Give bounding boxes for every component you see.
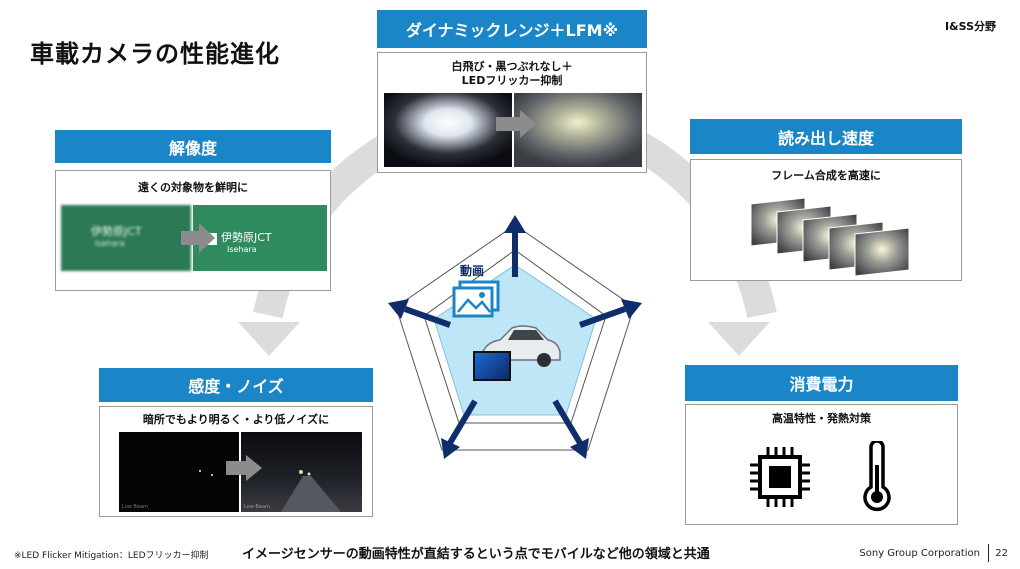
resolution-header-label: 解像度 — [168, 138, 217, 158]
tunnel-arrow-icon — [520, 110, 536, 138]
video-icon — [452, 280, 500, 318]
frame-5 — [854, 227, 910, 276]
arrow-up-icon — [504, 215, 526, 233]
resolution-card: 遠くの対象物を鮮明に 伊勢原JCT Isehara S-1 伊勢原JCT Ise… — [55, 170, 331, 291]
sensitivity-header: 感度・ノイズ — [99, 368, 373, 402]
resolution-caption: 遠くの対象物を鮮明に — [138, 181, 248, 194]
readout-speed-caption: フレーム合成を高速に — [771, 169, 881, 182]
chip-icon — [750, 447, 810, 507]
power-caption: 高温特性・発熱対策 — [772, 412, 871, 425]
dynamic-range-header: ダイナミックレンジ＋LFM※ — [377, 10, 647, 48]
dark-scene-image: Low Beam — [119, 432, 239, 512]
readout-speed-card: フレーム合成を高速に — [690, 159, 962, 281]
thermometer-icon — [863, 441, 891, 512]
dynamic-range-card: 白飛び・黒つぶれなし＋ LEDフリッカー抑制 — [377, 52, 647, 173]
image-sensor-icon — [473, 351, 511, 381]
stacked-frames-image — [750, 197, 910, 276]
sensitivity-header-label: 感度・ノイズ — [188, 377, 284, 396]
power-header-label: 消費電力 — [789, 375, 854, 394]
sign-sharp-image: S-1 伊勢原JCT Isehara — [193, 205, 327, 271]
power-card: 高温特性・発熱対策 — [685, 404, 958, 525]
bright-scene-image: Low Beam — [241, 432, 362, 512]
power-header: 消費電力 — [685, 365, 958, 401]
video-label: 動画 — [460, 264, 485, 278]
arrow-right-icon — [621, 299, 642, 319]
sensitivity-card: 暗所でもより明るく・より低ノイズに Low Beam Low Beam — [99, 406, 373, 517]
dynamic-range-caption-1: 白飛び・黒つぶれなし＋ — [451, 60, 573, 73]
radar-axis-arrows — [388, 215, 642, 459]
resolution-arrow-icon — [181, 223, 215, 253]
sensitivity-arrow-icon — [226, 455, 262, 481]
resolution-header: 解像度 — [55, 130, 331, 163]
readout-speed-header-label: 読み出し速度 — [777, 128, 874, 148]
footer-separator — [988, 544, 989, 562]
readout-speed-header: 読み出し速度 — [690, 119, 962, 154]
footer-note: ※LED Flicker Mitigation：LEDフリッカー抑制 — [14, 551, 209, 561]
division-label: I&SS分野 — [944, 20, 996, 33]
arrow-left-icon — [388, 299, 409, 319]
arrow-down-left-icon — [441, 438, 460, 459]
sensitivity-caption: 暗所でもより明るく・より低ノイズに — [142, 413, 330, 426]
page-title: 車載カメラの性能進化 — [30, 40, 280, 68]
sign-blurry-image: 伊勢原JCT Isehara — [61, 205, 191, 271]
footer-message: イメージセンサーの動画特性が直結するという点でモバイルなど他の領域と共通 — [242, 547, 710, 562]
tunnel-comparison-image — [384, 93, 642, 167]
arc-right-arrowhead — [708, 322, 770, 356]
arc-left-arrowhead — [238, 322, 300, 356]
dynamic-range-caption-2: LEDフリッカー抑制 — [461, 74, 563, 87]
dynamic-range-header-label: ダイナミックレンジ＋LFM※ — [405, 21, 619, 40]
page-number: 22 — [995, 548, 1008, 559]
footer-corporation: Sony Group Corporation — [859, 548, 980, 559]
arrow-down-right-icon — [570, 438, 589, 459]
